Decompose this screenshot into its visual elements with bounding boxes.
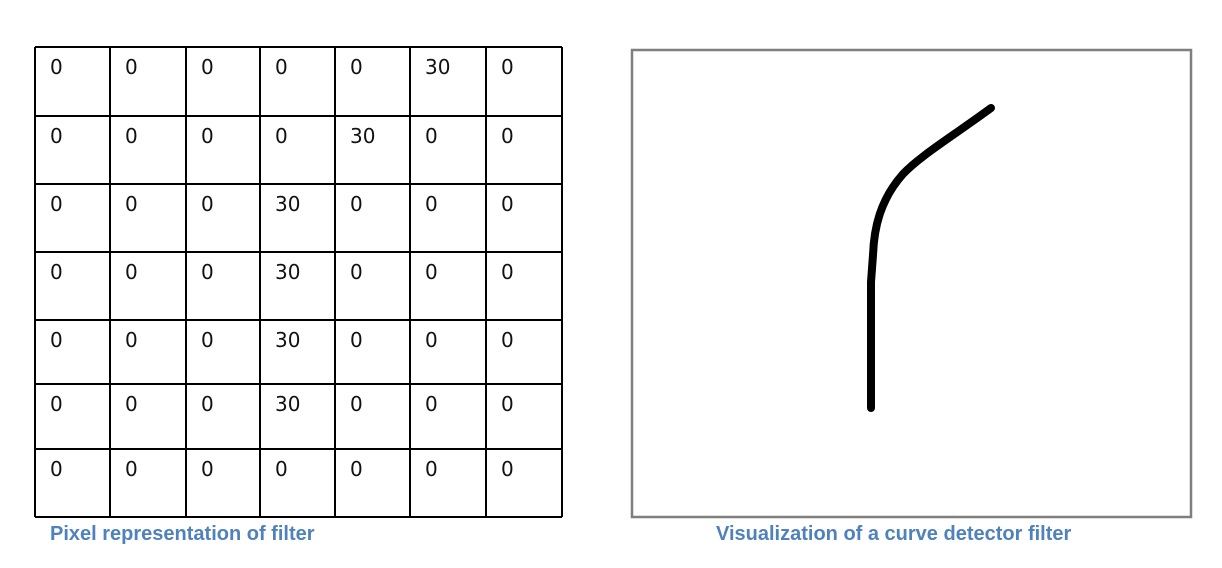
- grid-cell-value: 0: [425, 457, 438, 481]
- grid-cell-value: 0: [350, 260, 363, 284]
- grid-cells: 0 0 0 0 0 30 0 0 0 0 0 30 0 0 0 0 0 30 0 0 0 0 0 0 30 0 0 0 0 0 0 30 0 0 0…: [50, 55, 514, 481]
- grid-cell-value: 0: [275, 55, 288, 79]
- grid-cell-value: 30: [275, 260, 300, 284]
- grid-cell-value: 0: [501, 457, 514, 481]
- grid-cell-value: 0: [50, 392, 63, 416]
- grid-cell-value: 0: [275, 124, 288, 148]
- grid-cell-value: 0: [201, 124, 214, 148]
- grid-cell-value: 0: [501, 124, 514, 148]
- grid-cell-value: 30: [275, 192, 300, 216]
- grid-cell-value: 0: [125, 55, 138, 79]
- grid-cell-value: 0: [350, 328, 363, 352]
- grid-cell-value: 0: [425, 260, 438, 284]
- grid-cell-value: 0: [125, 328, 138, 352]
- grid-cell-value: 30: [275, 328, 300, 352]
- grid-cell-value: 0: [425, 192, 438, 216]
- grid-cell-value: 0: [275, 457, 288, 481]
- grid-cell-value: 0: [125, 192, 138, 216]
- grid-lines: [34, 46, 563, 518]
- grid-cell-value: 0: [350, 457, 363, 481]
- grid-cell-value: 0: [50, 192, 63, 216]
- grid-cell-value: 0: [501, 192, 514, 216]
- grid-cell-value: 0: [425, 392, 438, 416]
- grid-cell-value: 0: [201, 457, 214, 481]
- grid-cell-value: 30: [350, 124, 375, 148]
- grid-cell-value: 0: [125, 457, 138, 481]
- grid-cell-value: 0: [425, 328, 438, 352]
- grid-cell-value: 0: [201, 192, 214, 216]
- grid-cell-value: 0: [201, 392, 214, 416]
- visualization-caption: Visualization of a curve detector filter: [716, 523, 1072, 545]
- grid-cell-value: 0: [125, 124, 138, 148]
- grid-cell-value: 0: [350, 392, 363, 416]
- grid-cell-value: 0: [125, 392, 138, 416]
- grid-cell-value: 0: [125, 260, 138, 284]
- filter-grid-caption: Pixel representation of filter: [50, 523, 315, 545]
- grid-cell-value: 0: [501, 55, 514, 79]
- grid-cell-value: 0: [201, 328, 214, 352]
- grid-cell-value: 0: [501, 328, 514, 352]
- grid-cell-value: 0: [50, 260, 63, 284]
- grid-cell-value: 0: [50, 124, 63, 148]
- curve-detector-stroke: [867, 104, 995, 412]
- grid-cell-value: 0: [201, 260, 214, 284]
- grid-cell-value: 0: [350, 192, 363, 216]
- grid-cell-value: 0: [501, 392, 514, 416]
- grid-cell-value: 30: [425, 55, 450, 79]
- grid-cell-value: 0: [501, 260, 514, 284]
- grid-cell-value: 30: [275, 392, 300, 416]
- grid-cell-value: 0: [50, 328, 63, 352]
- filter-grid: 0 0 0 0 0 30 0 0 0 0 0 30 0 0 0 0 0 30 0 0 0 0 0 0 30 0 0 0 0 0 0 30 0 0 0…: [34, 46, 563, 518]
- grid-cell-value: 0: [350, 55, 363, 79]
- grid-cell-value: 0: [50, 55, 63, 79]
- grid-cell-value: 0: [425, 124, 438, 148]
- visualization-frame: [630, 48, 1193, 519]
- grid-cell-value: 0: [201, 55, 214, 79]
- grid-cell-value: 0: [50, 457, 63, 481]
